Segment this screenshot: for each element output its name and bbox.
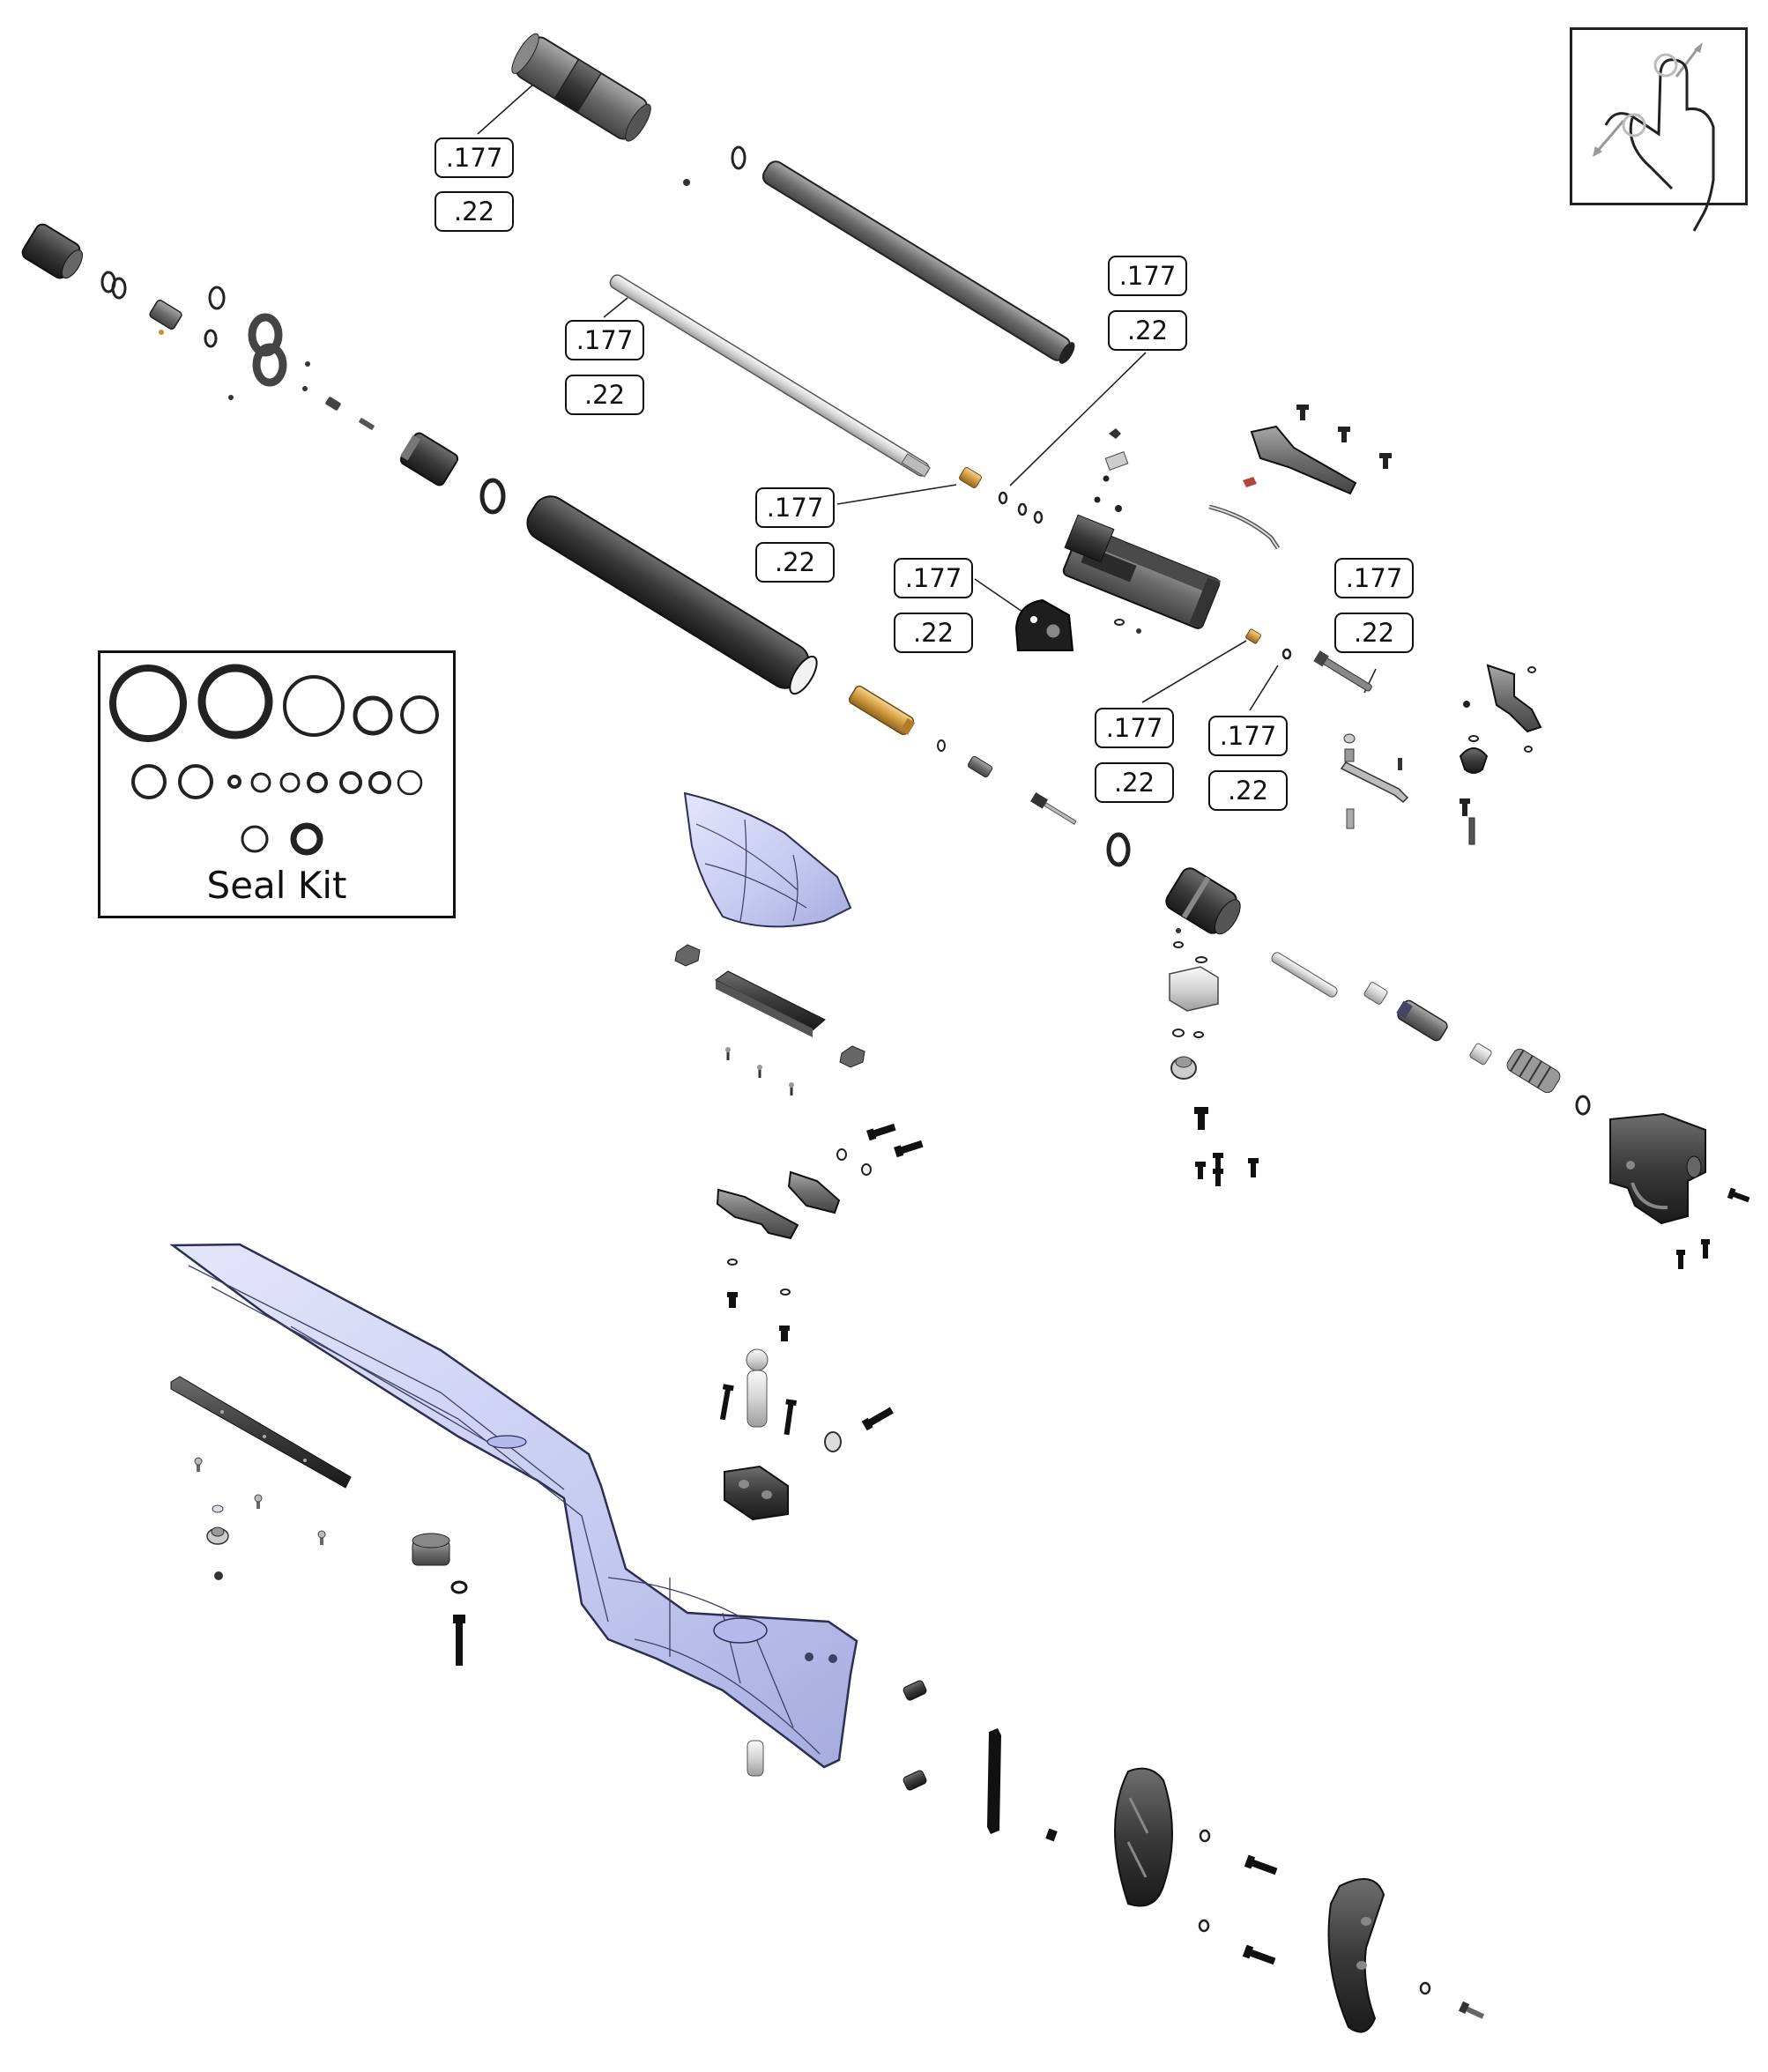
caliber-label-22[interactable]: .22 bbox=[755, 542, 835, 583]
caliber-label-177[interactable]: .177 bbox=[565, 320, 644, 360]
caliber-label-22[interactable]: .22 bbox=[1095, 762, 1174, 803]
air-cylinder bbox=[526, 495, 818, 695]
caliber-label-177[interactable]: .177 bbox=[1208, 716, 1288, 756]
trigger-housing bbox=[1609, 1112, 1706, 1225]
sling-mounts bbox=[674, 944, 865, 1095]
barrel-sleeve bbox=[761, 160, 1075, 364]
detent-ball bbox=[683, 179, 690, 186]
receiver bbox=[1062, 514, 1222, 629]
barrel bbox=[609, 274, 931, 478]
muzzle-cap bbox=[21, 223, 83, 279]
caliber-label-177[interactable]: .177 bbox=[1095, 708, 1174, 748]
caliber-label-177[interactable]: .177 bbox=[1108, 256, 1187, 296]
caliber-label-22[interactable]: .22 bbox=[435, 191, 514, 232]
forend-mount bbox=[716, 1123, 924, 1521]
caliber-label-177[interactable]: .177 bbox=[1334, 558, 1414, 598]
caliber-label-22[interactable]: .22 bbox=[1108, 310, 1187, 351]
stock bbox=[169, 1243, 858, 1769]
barrel-shroud bbox=[511, 33, 651, 142]
leader-lines bbox=[477, 82, 1377, 711]
seal-kit-label: Seal Kit bbox=[206, 864, 347, 907]
accessory-rail bbox=[170, 1376, 764, 1777]
o-ring bbox=[731, 145, 747, 170]
hammer-spring bbox=[1506, 1048, 1561, 1094]
caliber-label-177[interactable]: .177 bbox=[435, 137, 514, 178]
barrel-bushing-brass bbox=[959, 467, 982, 488]
magazine bbox=[1014, 598, 1074, 651]
caliber-label-22[interactable]: .22 bbox=[1334, 613, 1414, 653]
barrel-band bbox=[248, 313, 287, 387]
trigger-parts bbox=[1313, 650, 1542, 845]
muzzle-insert bbox=[149, 300, 182, 330]
valve-body bbox=[399, 432, 459, 486]
pinch-zoom-icon bbox=[1593, 42, 1715, 232]
caliber-label-22[interactable]: .22 bbox=[565, 375, 644, 415]
hammer-pin bbox=[1030, 792, 1077, 825]
cocking-lever bbox=[1250, 425, 1357, 495]
butt-pad-group bbox=[903, 1680, 1485, 2033]
grip-cap bbox=[412, 1533, 450, 1566]
forend bbox=[683, 791, 852, 928]
hammer-group bbox=[1165, 867, 1591, 1116]
power-adjuster bbox=[1169, 928, 1259, 1186]
large-o-ring bbox=[479, 478, 506, 515]
seal-kit-panel[interactable]: Seal Kit bbox=[98, 650, 456, 918]
seal-kit-rings bbox=[109, 664, 439, 856]
transfer-port-brass bbox=[848, 685, 916, 736]
zoom-gesture-hint[interactable] bbox=[1570, 27, 1748, 205]
caliber-label-22[interactable]: .22 bbox=[894, 613, 973, 653]
caliber-label-177[interactable]: .177 bbox=[894, 558, 973, 598]
caliber-label-177[interactable]: .177 bbox=[755, 487, 835, 528]
caliber-label-22[interactable]: .22 bbox=[1208, 770, 1288, 811]
receiver-small-parts bbox=[1094, 428, 1281, 550]
